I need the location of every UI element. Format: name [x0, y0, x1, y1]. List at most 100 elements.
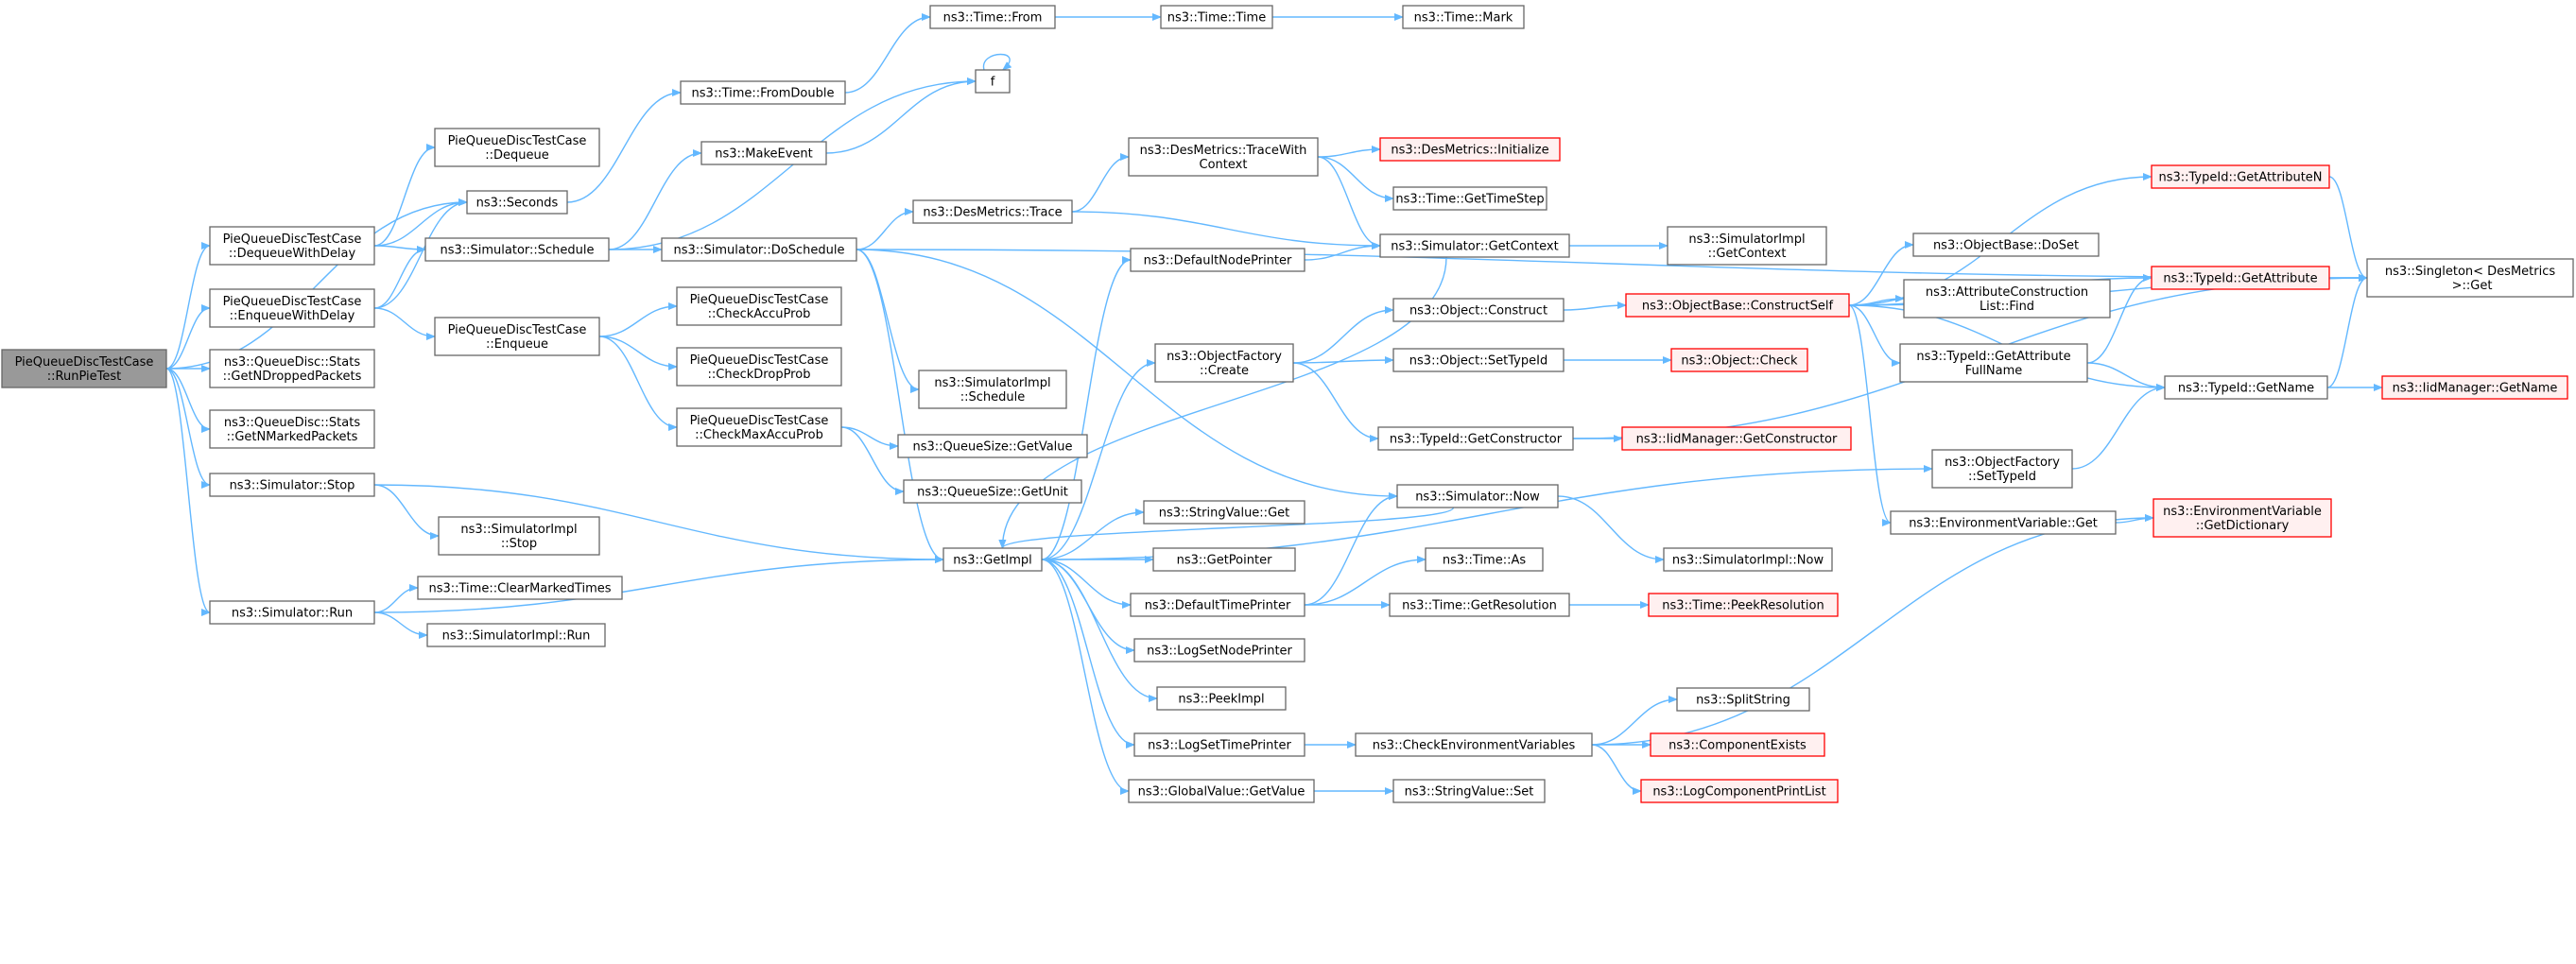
node-log-set-node-printer[interactable]: ns3::LogSetNodePrinter	[1133, 638, 1305, 663]
node-simulator-run[interactable]: ns3::Simulator::Run	[209, 600, 375, 625]
node-type-id-get-name[interactable]: ns3::TypeId::GetName	[2164, 375, 2328, 400]
node-box	[1625, 293, 1850, 318]
node-get-pointer[interactable]: ns3::GetPointer	[1152, 547, 1296, 572]
node-object-factory-create[interactable]: ns3::ObjectFactory::Create	[1154, 343, 1294, 383]
node-object-check[interactable]: ns3::Object::Check	[1670, 348, 1808, 372]
node-global-value-get-value[interactable]: ns3::GlobalValue::GetValue	[1128, 779, 1315, 803]
node-check-max-accu-prob[interactable]: PieQueueDiscTestCase::CheckMaxAccuProb	[676, 407, 842, 447]
node-time-peek-resolution[interactable]: ns3::Time::PeekResolution	[1648, 593, 1839, 617]
node-simulator-do-schedule[interactable]: ns3::Simulator::DoSchedule	[661, 237, 857, 262]
node-simulator-impl-get-context[interactable]: ns3::SimulatorImpl::GetContext	[1667, 226, 1827, 266]
node-simulator-get-context[interactable]: ns3::Simulator::GetContext	[1379, 233, 1570, 258]
node-label: ns3::TypeId::GetAttribute	[2163, 272, 2317, 286]
node-des-metrics-trace[interactable]: ns3::DesMetrics::Trace	[912, 199, 1073, 224]
node-component-exists[interactable]: ns3::ComponentExists	[1650, 732, 1825, 757]
node-check-environment-variables[interactable]: ns3::CheckEnvironmentVariables	[1355, 732, 1593, 757]
node-object-factory-set-type-id[interactable]: ns3::ObjectFactory::SetTypeId	[1931, 449, 2073, 489]
edge-get-impl-to-default-time-printer	[1041, 559, 1132, 609]
node-iid-manager-get-name[interactable]: ns3::IidManager::GetName	[2381, 375, 2568, 400]
node-singleton-get[interactable]: ns3::Singleton< DesMetrics >::Get	[2366, 258, 2574, 298]
node-string-value-get[interactable]: ns3::StringValue::Get	[1143, 500, 1305, 525]
node-time-time[interactable]: ns3::Time::Time	[1160, 5, 1273, 29]
node-box	[426, 623, 606, 647]
node-time-get-resolution[interactable]: ns3::Time::GetResolution	[1389, 593, 1570, 617]
node-object-base-construct-self[interactable]: ns3::ObjectBase::ConstructSelf	[1625, 293, 1850, 318]
node-time-clear-marked-times[interactable]: ns3::Time::ClearMarkedTimes	[417, 576, 623, 600]
node-simulator-now[interactable]: ns3::Simulator::Now	[1396, 484, 1559, 508]
node-label: ns3::SimulatorImpl::GetContext	[1688, 232, 1805, 261]
node-label: ns3::TypeId::GetName	[2178, 382, 2314, 396]
node-label: ns3::GetPointer	[1177, 554, 1272, 568]
node-run-pie-test[interactable]: PieQueueDiscTestCase::RunPieTest	[1, 349, 167, 388]
node-environment-variable-get-dictionary[interactable]: ns3::EnvironmentVariable::GetDictionary	[2152, 498, 2332, 538]
node-get-n-marked-packets[interactable]: ns3::QueueDisc::Stats::GetNMarkedPackets	[209, 409, 375, 449]
node-time-mark[interactable]: ns3::Time::Mark	[1402, 5, 1525, 29]
node-iid-manager-get-constructor[interactable]: ns3::IidManager::GetConstructor	[1621, 426, 1852, 451]
node-label: ns3::TypeId::GetConstructor	[1390, 433, 1563, 447]
node-box	[1, 349, 167, 388]
node-dequeue-with-delay[interactable]: PieQueueDiscTestCase::DequeueWithDelay	[209, 226, 375, 266]
node-simulator-schedule[interactable]: ns3::Simulator::Schedule	[424, 237, 610, 262]
node-check-drop-prob[interactable]: PieQueueDiscTestCase::CheckDropProb	[676, 347, 842, 387]
node-time-from[interactable]: ns3::Time::From	[929, 5, 1056, 29]
node-box	[417, 576, 623, 600]
node-box	[1912, 232, 2100, 257]
node-seconds[interactable]: ns3::Seconds	[466, 190, 568, 215]
node-split-string[interactable]: ns3::SplitString	[1676, 687, 1810, 712]
node-time-as[interactable]: ns3::Time::As	[1425, 547, 1544, 572]
node-simulator-impl-run[interactable]: ns3::SimulatorImpl::Run	[426, 623, 606, 647]
node-environment-variable-get[interactable]: ns3::EnvironmentVariable::Get	[1890, 510, 2117, 535]
node-peek-impl[interactable]: ns3::PeekImpl	[1156, 686, 1287, 711]
node-box	[975, 69, 1011, 94]
node-box	[1130, 593, 1305, 617]
node-label: ns3::Time::Time	[1167, 11, 1266, 26]
node-log-component-print-list[interactable]: ns3::LogComponentPrintList	[1640, 779, 1839, 803]
edge-pie-enqueue-to-check-accu-prob	[598, 302, 678, 337]
edge-run-pie-test-to-simulator-run	[165, 368, 211, 616]
node-default-time-printer[interactable]: ns3::DefaultTimePrinter	[1130, 593, 1305, 617]
node-type-id-get-attribute-n[interactable]: ns3::TypeId::GetAttributeN	[2151, 164, 2330, 189]
node-simulator-impl-schedule[interactable]: ns3::SimulatorImpl::Schedule	[918, 370, 1067, 409]
node-box	[2366, 258, 2574, 298]
node-pie-enqueue[interactable]: PieQueueDiscTestCase::Enqueue	[434, 317, 600, 356]
node-label: ns3::Simulator::DoSchedule	[673, 244, 844, 258]
node-make-event[interactable]: ns3::MakeEvent	[700, 141, 827, 165]
node-time-get-time-step[interactable]: ns3::Time::GetTimeStep	[1392, 186, 1547, 211]
node-string-value-set[interactable]: ns3::StringValue::Set	[1392, 779, 1546, 803]
node-get-n-dropped-packets[interactable]: ns3::QueueDisc::Stats::GetNDroppedPacket…	[209, 349, 375, 388]
node-simulator-impl-now[interactable]: ns3::SimulatorImpl::Now	[1663, 547, 1833, 572]
edge-type-id-get-attribute-full-name-to-type-id-get-name	[2086, 362, 2166, 391]
node-box	[2381, 375, 2568, 400]
node-box	[1377, 426, 1574, 451]
edge-des-metrics-trace-to-trace-with-context	[1071, 153, 1130, 213]
node-des-metrics-initialize[interactable]: ns3::DesMetrics::Initialize	[1379, 137, 1561, 162]
node-time-from-double[interactable]: ns3::Time::FromDouble	[680, 80, 846, 105]
node-simulator-stop[interactable]: ns3::Simulator::Stop	[209, 473, 375, 497]
node-queue-size-get-value[interactable]: ns3::QueueSize::GetValue	[897, 434, 1088, 458]
node-queue-size-get-unit[interactable]: ns3::QueueSize::GetUnit	[903, 479, 1082, 504]
node-get-impl[interactable]: ns3::GetImpl	[942, 547, 1043, 572]
node-pie-dequeue[interactable]: PieQueueDiscTestCase::Dequeue	[434, 128, 600, 167]
node-label: ns3::Time::GetResolution	[1402, 599, 1557, 613]
edge-type-id-get-attribute-n-to-singleton-get	[2328, 176, 2368, 282]
node-check-accu-prob[interactable]: PieQueueDiscTestCase::CheckAccuProb	[676, 286, 842, 326]
node-object-set-type-id[interactable]: ns3::Object::SetTypeId	[1392, 348, 1565, 372]
node-box	[903, 479, 1082, 504]
node-type-id-get-constructor[interactable]: ns3::TypeId::GetConstructor	[1377, 426, 1574, 451]
node-log-set-time-printer[interactable]: ns3::LogSetTimePrinter	[1133, 732, 1305, 757]
node-label: PieQueueDiscTestCase::CheckAccuProb	[690, 293, 829, 321]
node-default-node-printer[interactable]: ns3::DefaultNodePrinter	[1130, 248, 1305, 272]
node-object-base-do-set[interactable]: ns3::ObjectBase::DoSet	[1912, 232, 2100, 257]
node-box	[912, 199, 1073, 224]
node-label: ns3::ObjectBase::DoSet	[1933, 239, 2079, 253]
node-label: ns3::DesMetrics::Initialize	[1391, 144, 1548, 158]
node-enqueue-with-delay[interactable]: PieQueueDiscTestCase::EnqueueWithDelay	[209, 288, 375, 328]
node-simulator-impl-stop[interactable]: ns3::SimulatorImpl::Stop	[438, 516, 600, 556]
node-object-construct[interactable]: ns3::Object::Construct	[1392, 298, 1565, 322]
node-f[interactable]: f	[975, 69, 1011, 94]
node-type-id-get-attribute[interactable]: ns3::TypeId::GetAttribute	[2151, 266, 2330, 290]
